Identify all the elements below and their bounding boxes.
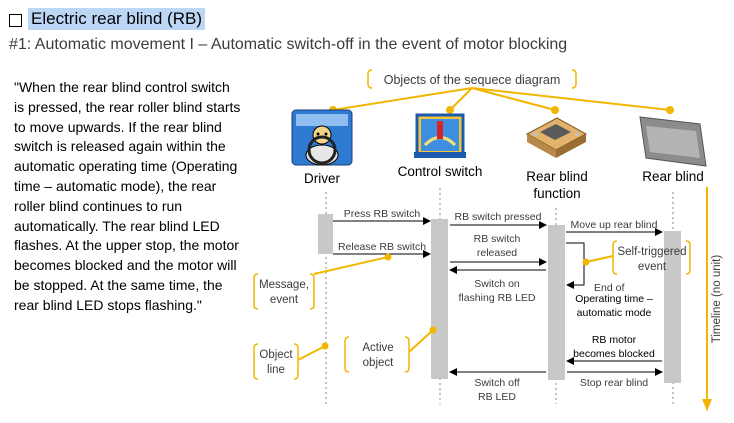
msg-switch-off-1: Switch off (474, 377, 519, 389)
message-arrows (333, 217, 663, 376)
participant-rear-blind-function-line2: function (533, 186, 580, 201)
control-switch-icon (414, 113, 466, 158)
msg-rb-switch-released-1: RB switch (474, 233, 521, 245)
driver-icon (291, 109, 353, 166)
slide-title: Electric rear blind (RB) (28, 8, 205, 30)
rear-blind-function-icon (525, 117, 588, 158)
msg-end-of: End of (594, 282, 624, 294)
msg-rb-motor-2: becomes blocked (573, 348, 655, 360)
msg-release-rb-switch: Release RB switch (338, 241, 426, 253)
slide-subtitle: #1: Automatic movement I – Automatic swi… (9, 36, 568, 53)
msg-stop-rear-blind: Stop rear blind (580, 377, 648, 389)
arrow-self-triggered (566, 242, 585, 289)
activation-driver (318, 214, 333, 254)
msg-press-rb-switch: Press RB switch (344, 208, 421, 220)
msg-rb-switch-released-2: released (477, 247, 517, 259)
participant-rear-blind-function-line1: Rear blind (526, 169, 588, 184)
activation-rear-blind (664, 231, 681, 383)
msg-switch-on-1: Switch on (474, 278, 520, 290)
msg-operating-time-1: Operating time – (575, 293, 653, 305)
msg-operating-time-2: automatic mode (577, 307, 652, 319)
timeline-label: Timeline (no unit) (711, 255, 723, 344)
callout-self-2: event (638, 261, 667, 273)
objects-callout-label: Objects of the sequece diagram (384, 73, 561, 87)
callout-active-2: object (363, 357, 394, 369)
object-line-callout: Object line (253, 342, 329, 380)
objects-callout: Objects of the sequece diagram (329, 69, 674, 114)
participant-control-switch: Control switch (398, 164, 483, 179)
activation-control-switch (431, 219, 448, 379)
msg-rb-switch-pressed: RB switch pressed (455, 211, 542, 223)
msg-move-up: Move up rear blind (571, 219, 658, 231)
msg-switch-off-2: RB LED (478, 391, 516, 403)
participant-rear-blind: Rear blind (642, 169, 704, 184)
description-text: "When the rear blind control switch is p… (14, 79, 241, 313)
msg-switch-on-2: flashing RB LED (458, 292, 535, 304)
callout-active-1: Active (362, 342, 393, 354)
callout-message-2: event (270, 294, 299, 306)
active-object-callout: Active object (344, 326, 437, 373)
callout-object-2: line (267, 364, 285, 376)
activation-rear-blind-function (548, 225, 565, 380)
rear-blind-icon (639, 116, 707, 167)
self-triggered-callout: Self-triggered event (582, 240, 691, 275)
msg-rb-motor-1: RB motor (592, 334, 637, 346)
callout-object-1: Object (259, 349, 293, 361)
callout-message-1: Message, (259, 279, 309, 291)
title-row: Electric rear blind (RB) (9, 7, 205, 31)
message-event-callout: Message, event (253, 253, 392, 310)
participant-driver: Driver (304, 171, 341, 186)
callout-self-1: Self-triggered (617, 246, 686, 258)
checkbox-icon (9, 13, 22, 27)
